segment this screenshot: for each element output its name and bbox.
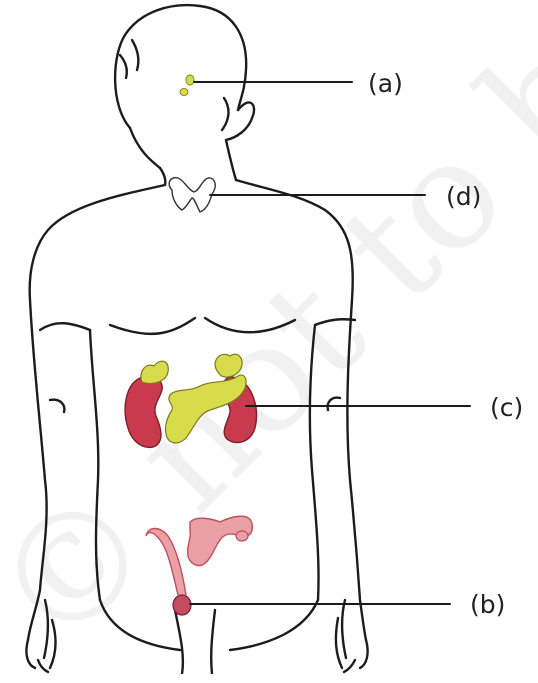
neck-right bbox=[226, 140, 236, 180]
thyroid-gland bbox=[169, 178, 215, 212]
torso-left bbox=[90, 330, 100, 600]
left-kidney bbox=[125, 376, 162, 448]
label-c: (c) bbox=[490, 395, 523, 420]
label-d: (d) bbox=[446, 184, 481, 209]
ovary-right bbox=[236, 531, 248, 541]
left-adrenal-gland bbox=[141, 361, 168, 383]
label-b: (b) bbox=[470, 592, 505, 617]
left-hand bbox=[26, 600, 55, 672]
torso-right bbox=[310, 325, 319, 600]
head-outline bbox=[115, 5, 246, 128]
neck-left bbox=[160, 168, 165, 185]
ear-outline bbox=[226, 102, 254, 140]
oviduct-left bbox=[146, 529, 186, 596]
right-hand bbox=[336, 600, 368, 672]
chest-left bbox=[110, 318, 195, 334]
face-outline bbox=[130, 128, 160, 168]
label-a: (a) bbox=[368, 71, 403, 96]
right-adrenal-gland bbox=[215, 354, 242, 377]
chest-right bbox=[205, 318, 295, 332]
gonad bbox=[173, 595, 191, 615]
pituitary-gland bbox=[180, 75, 194, 96]
